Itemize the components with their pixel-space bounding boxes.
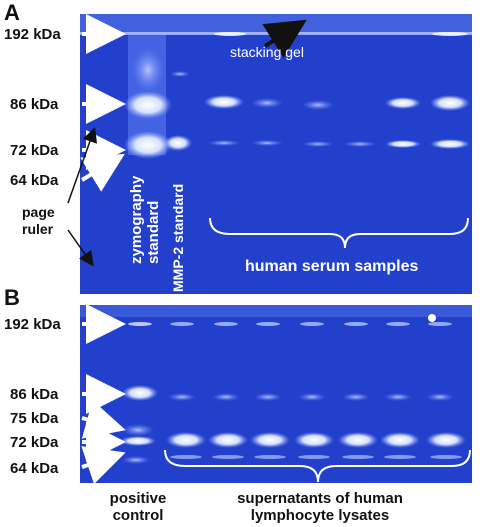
serum-86-bands <box>204 95 470 111</box>
marker-86-a: 86 kDa <box>10 96 59 113</box>
marker-86-b: 86 kDa <box>10 386 59 403</box>
marker-192-a: 192 kDa <box>4 26 61 43</box>
serum-72-bands <box>208 139 470 149</box>
marker-64-b: 64 kDa <box>10 460 59 477</box>
zymography-standard-label: zymography standard <box>128 175 162 264</box>
lysate-bracket <box>164 449 471 483</box>
positive-control-label: positive control <box>109 490 167 524</box>
serum-bracket <box>209 217 469 249</box>
mmp2-standard-label: MMP-2 standard <box>170 183 186 292</box>
lysate-72-bands <box>166 432 466 448</box>
panel-a-marker-arrows <box>80 14 126 192</box>
stacking-gel-label: stacking gel <box>230 44 304 60</box>
lysate-86-bands <box>168 393 454 401</box>
human-serum-samples-label: human serum samples <box>245 258 419 275</box>
panel-b-letter: B <box>4 285 20 310</box>
stacking-gel-arrow <box>262 19 307 58</box>
marker-72-b: 72 kDa <box>10 434 59 451</box>
page-ruler-label: page ruler <box>22 204 55 237</box>
marker-192-b: 192 kDa <box>4 316 61 333</box>
marker-64-a: 64 kDa <box>10 172 59 189</box>
marker-75-b: 75 kDa <box>10 410 59 427</box>
panel-a-letter: A <box>4 0 20 25</box>
supernatants-label: supernatants of human lymphocyte lysates <box>237 490 403 524</box>
panel-b-marker-arrows <box>81 304 126 485</box>
marker-72-a: 72 kDa <box>10 142 59 159</box>
